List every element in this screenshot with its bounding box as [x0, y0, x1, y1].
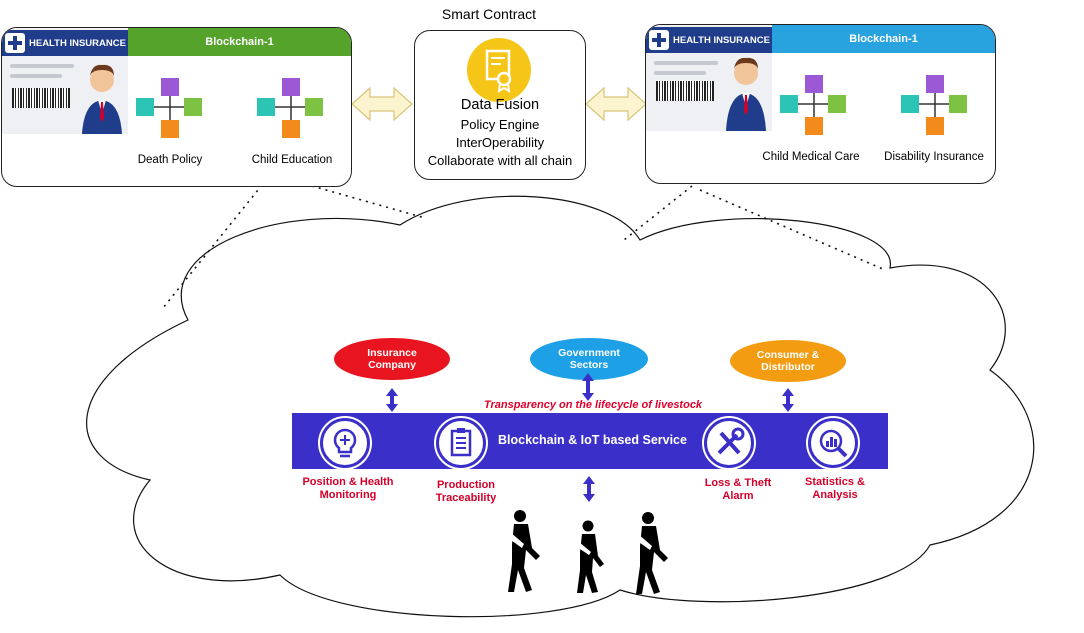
service-label: Loss & Theft Alarm: [704, 477, 772, 502]
stakeholder-oval: Government Sectors: [530, 338, 648, 380]
insurance-card-title: HEALTH INSURANCE: [673, 34, 770, 46]
smart-contract-box: Data Fusion Policy Engine InterOperabili…: [414, 30, 586, 180]
walking-person-icon: [636, 512, 668, 594]
policy-label: Child Education: [251, 154, 333, 166]
clipboard-icon: [436, 418, 486, 468]
medical-cross-icon: [649, 30, 669, 50]
person-avatar-icon: [726, 57, 766, 131]
insurance-card: HEALTH INSURANCE: [2, 28, 128, 134]
panel-header: Blockchain-1: [772, 25, 995, 53]
policy-label: Child Medical Care: [762, 151, 860, 163]
blocks-cluster-icon: [901, 75, 967, 135]
stakeholder-oval: Consumer & Distributor: [730, 340, 846, 382]
service-title: Blockchain & IoT based Service: [498, 433, 687, 447]
vertical-double-arrow-icon: [386, 373, 794, 502]
contract-line: Policy Engine: [460, 117, 540, 132]
double-arrow-icon: [351, 86, 413, 122]
walking-people-icons: [508, 510, 668, 594]
contract-line: Data Fusion: [460, 97, 540, 113]
stakeholder-oval: Insurance Company: [334, 338, 450, 380]
contract-line: Collaborate with all chain: [427, 153, 573, 168]
magnifier-chart-icon: [808, 418, 858, 468]
medical-cross-icon: [5, 33, 25, 53]
blocks-cluster-icon: [136, 78, 202, 138]
barcode-icon: [12, 88, 70, 108]
certificate-icon: [467, 38, 531, 102]
service-label: Production Traceability: [435, 479, 497, 504]
walking-person-icon: [577, 520, 604, 593]
contract-line: InterOperability: [455, 135, 545, 150]
insurance-card-title: HEALTH INSURANCE: [29, 37, 126, 49]
service-label: Statistics & Analysis: [805, 476, 865, 501]
walking-person-icon: [508, 510, 540, 592]
service-label: Position & Health Monitoring: [302, 476, 394, 501]
insurance-card: HEALTH INSURANCE: [646, 25, 772, 131]
barcode-icon: [656, 81, 714, 101]
dotted-connector: [162, 184, 263, 309]
panel-header: Blockchain-1: [128, 28, 351, 56]
dotted-connector: [623, 185, 693, 241]
smart-contract-title: Smart Contract: [441, 6, 537, 22]
service-bar: [292, 413, 888, 469]
blocks-cluster-icon: [257, 78, 323, 138]
policy-label: Disability Insurance: [884, 151, 984, 163]
blocks-cluster-icon: [780, 75, 846, 135]
policy-label: Death Policy: [137, 154, 203, 166]
person-avatar-icon: [82, 64, 122, 134]
lightbulb-icon: [320, 418, 370, 468]
tools-icon: [704, 418, 754, 468]
left-blockchain-panel: Blockchain-1 HEALTH INSURANCE Death: [1, 27, 352, 187]
cloud-shape: [86, 195, 1035, 618]
right-blockchain-panel: Blockchain-1 HEALTH INSURANCE Child: [645, 24, 996, 184]
transparency-caption: Transparency on the lifecycle of livesto…: [484, 399, 703, 411]
